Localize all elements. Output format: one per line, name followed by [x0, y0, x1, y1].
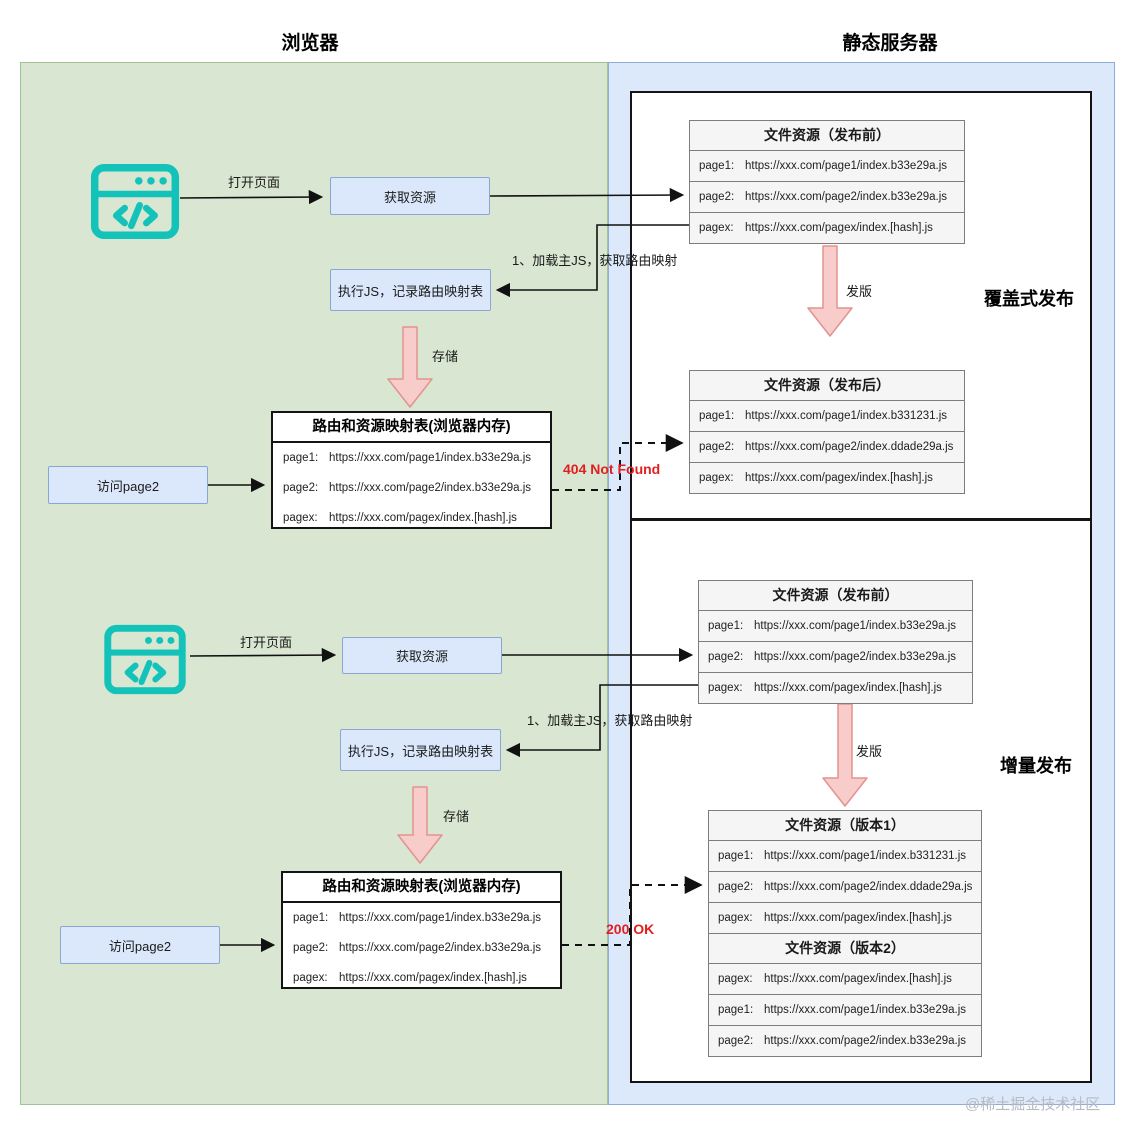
status-label-404: 404 Not Found	[563, 461, 661, 477]
table-row: pagex: https://xxx.com/pagex/index.[hash…	[690, 212, 964, 243]
table-title: 路由和资源映射表(浏览器内存)	[273, 413, 550, 443]
watermark: @稀土掘金技术社区	[965, 1096, 1101, 1113]
status-label-200: 200 OK	[606, 921, 655, 937]
table-title: 文件资源（版本2）	[709, 933, 981, 963]
load-js-label: 1、加载主JS，获取路由映射	[527, 713, 693, 728]
table-row: page1: https://xxx.com/page1/index.b33e2…	[709, 994, 981, 1025]
table-row: page1: https://xxx.com/page1/index.b3312…	[709, 840, 981, 871]
table-row: page1: https://xxx.com/page1/index.b3312…	[690, 400, 964, 431]
release-label-2: 发版	[856, 744, 883, 759]
store-label: 存储	[432, 349, 459, 364]
table-title: 文件资源（发布前）	[772, 587, 899, 603]
exec-js-box: 执行JS，记录路由映射表	[340, 729, 501, 771]
table-row: page1: https://xxx.com/page1/index.b33e2…	[699, 610, 972, 641]
browser-icon	[90, 164, 180, 239]
table-row: page1: https://xxx.com/page1/index.b33e2…	[293, 912, 542, 924]
table-row: pagex: https://xxx.com/pagex/index.[hash…	[709, 963, 981, 994]
open-page-label: 打开页面	[228, 175, 281, 190]
route-memory-table-1: 路由和资源映射表(浏览器内存) page1: https://xxx.com/p…	[271, 411, 552, 529]
server-files-table-pre-1: 文件资源（发布前） page1: https://xxx.com/page1/i…	[689, 120, 965, 244]
table-row: page2: https://xxx.com/page2/index.ddade…	[690, 431, 964, 462]
section-label-overwrite: 覆盖式发布	[984, 289, 1074, 309]
table-title: 文件资源（发布后）	[764, 377, 890, 393]
store-label: 存储	[443, 809, 470, 824]
table-row: page2: https://xxx.com/page2/index.b33e2…	[690, 181, 964, 212]
server-files-table-post: 文件资源（发布后） page1: https://xxx.com/page1/i…	[689, 370, 965, 494]
exec-js-box: 执行JS，记录路由映射表	[330, 269, 491, 311]
table-title: 文件资源（发布前）	[764, 127, 890, 143]
server-files-table-pre-2: 文件资源（发布前） page1: https://xxx.com/page1/i…	[698, 580, 973, 704]
table-row: pagex: https://xxx.com/pagex/index.[hash…	[690, 462, 964, 493]
server-column-title: 静态服务器	[842, 33, 938, 54]
server-files-table-versions: 文件资源（版本1） page1: https://xxx.com/page1/i…	[708, 810, 982, 1057]
load-js-label: 1、加载主JS，获取路由映射	[512, 253, 678, 268]
table-row: pagex: https://xxx.com/pagex/index.[hash…	[283, 512, 517, 524]
fetch-resource-box: 获取资源	[342, 637, 502, 674]
visit-page2-box: 访问page2	[60, 926, 220, 964]
table-title: 文件资源（版本1）	[785, 817, 905, 833]
table-row: page2: https://xxx.com/page2/index.b33e2…	[293, 942, 542, 954]
table-row: pagex: https://xxx.com/pagex/index.[hash…	[699, 672, 972, 703]
table-row: page2: https://xxx.com/page2/index.b33e2…	[709, 1025, 981, 1056]
table-row: page2: https://xxx.com/page2/index.ddade…	[709, 871, 981, 902]
table-row: pagex: https://xxx.com/pagex/index.[hash…	[293, 972, 527, 984]
visit-page2-box: 访问page2	[48, 466, 208, 504]
browser-icon	[104, 624, 186, 695]
table-row: page1: https://xxx.com/page1/index.b33e2…	[283, 452, 532, 464]
table-row: page2: https://xxx.com/page2/index.b33e2…	[699, 641, 972, 672]
fetch-resource-box: 获取资源	[330, 177, 490, 215]
table-row: pagex: https://xxx.com/pagex/index.[hash…	[709, 902, 981, 933]
open-page-label: 打开页面	[240, 635, 293, 650]
release-label-1: 发版	[846, 284, 873, 299]
section-label-incremental: 增量发布	[1000, 756, 1072, 776]
table-row: page1: https://xxx.com/page1/index.b33e2…	[690, 150, 964, 181]
table-title: 路由和资源映射表(浏览器内存)	[283, 873, 560, 903]
route-memory-table-2: 路由和资源映射表(浏览器内存) page1: https://xxx.com/p…	[281, 871, 562, 989]
table-row: page2: https://xxx.com/page2/index.b33e2…	[283, 482, 532, 494]
browser-column-title: 浏览器	[281, 33, 339, 54]
